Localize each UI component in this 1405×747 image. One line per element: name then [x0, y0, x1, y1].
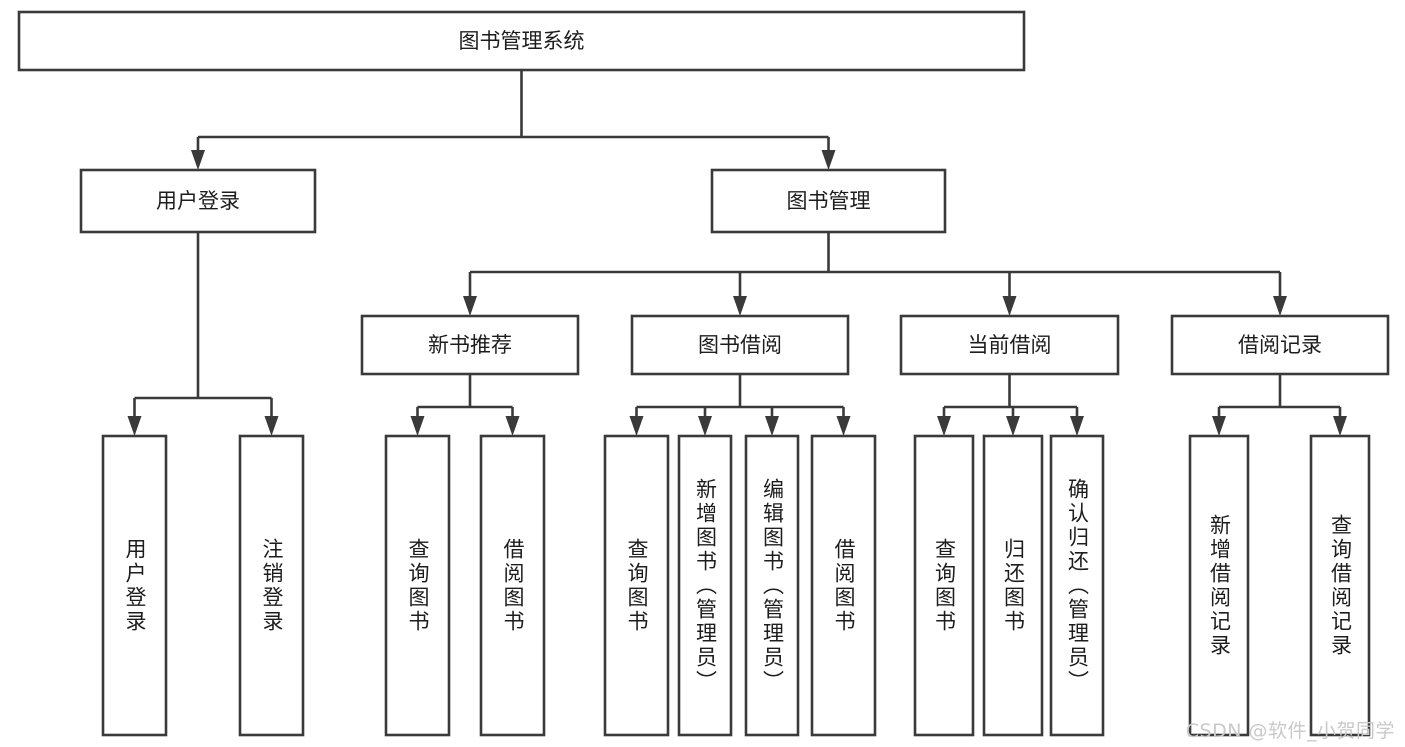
node-box-bookmgmt[interactable]: [710, 168, 947, 234]
node-box-records[interactable]: [1170, 314, 1390, 376]
node-box-leaf-bb-query[interactable]: [603, 434, 670, 737]
arrow-head-leaf-rec-add: [1212, 416, 1226, 436]
node-box-newbook[interactable]: [360, 314, 580, 376]
node-label-bookmgmt: 图书管理: [787, 189, 871, 213]
arrow-head-current: [1002, 296, 1017, 316]
arrow-head-leaf-rec-query: [1333, 416, 1347, 436]
node-box-leaf-bb-edit[interactable]: [744, 434, 800, 737]
arrow-head-newbook: [463, 296, 477, 316]
arrow-head-records: [1273, 296, 1287, 316]
node-label-newbook: 新书推荐: [428, 333, 512, 357]
arrow-head-leaf-cur-query: [937, 416, 951, 436]
arrow-head-leaf-user-logout: [264, 416, 279, 436]
arrow-head-leaf-bb-query: [629, 416, 644, 436]
node-label-login: 用户登录: [156, 189, 240, 213]
node-label-root: 图书管理系统: [459, 29, 585, 53]
watermark-text: CSDN @软件_小贺同学: [1185, 720, 1395, 742]
node-box-root[interactable]: [17, 10, 1026, 72]
node-box-leaf-user-logout[interactable]: [238, 434, 305, 737]
node-box-layer: [17, 10, 1390, 737]
node-box-leaf-rec-add[interactable]: [1188, 434, 1250, 737]
node-label-borrow: 图书借阅: [698, 333, 782, 357]
node-box-borrow[interactable]: [630, 314, 850, 376]
node-box-leaf-cur-query[interactable]: [913, 434, 975, 737]
node-box-leaf-nb-query[interactable]: [384, 434, 451, 737]
node-label-records: 借阅记录: [1238, 333, 1322, 357]
node-box-leaf-user-login[interactable]: [101, 434, 168, 737]
arrow-head-leaf-bb-borrow: [836, 416, 851, 436]
arrow-head-borrow: [733, 296, 747, 316]
arrow-head-leaf-cur-return: [1006, 416, 1020, 436]
arrow-head-leaf-user-login: [127, 416, 142, 436]
node-label-current: 当前借阅: [968, 333, 1052, 357]
node-box-leaf-cur-confirm[interactable]: [1049, 434, 1105, 737]
node-box-leaf-bb-add[interactable]: [677, 434, 733, 737]
node-box-login[interactable]: [79, 168, 317, 234]
arrow-head-leaf-cur-confirm: [1070, 416, 1084, 436]
arrow-head-login: [191, 150, 205, 170]
arrow-head-leaf-nb-query: [410, 416, 425, 436]
node-box-current[interactable]: [899, 314, 1120, 376]
arrow-head-leaf-bb-edit: [765, 416, 779, 436]
connector-layer: [127, 70, 1347, 436]
node-box-leaf-nb-borrow[interactable]: [479, 434, 546, 737]
arrow-head-leaf-bb-add: [698, 416, 712, 436]
arrow-head-leaf-nb-borrow: [505, 416, 520, 436]
node-box-leaf-rec-query[interactable]: [1309, 434, 1371, 737]
arrow-head-bookmgmt: [821, 150, 836, 170]
node-box-leaf-bb-borrow[interactable]: [810, 434, 877, 737]
node-box-leaf-cur-return[interactable]: [982, 434, 1044, 737]
